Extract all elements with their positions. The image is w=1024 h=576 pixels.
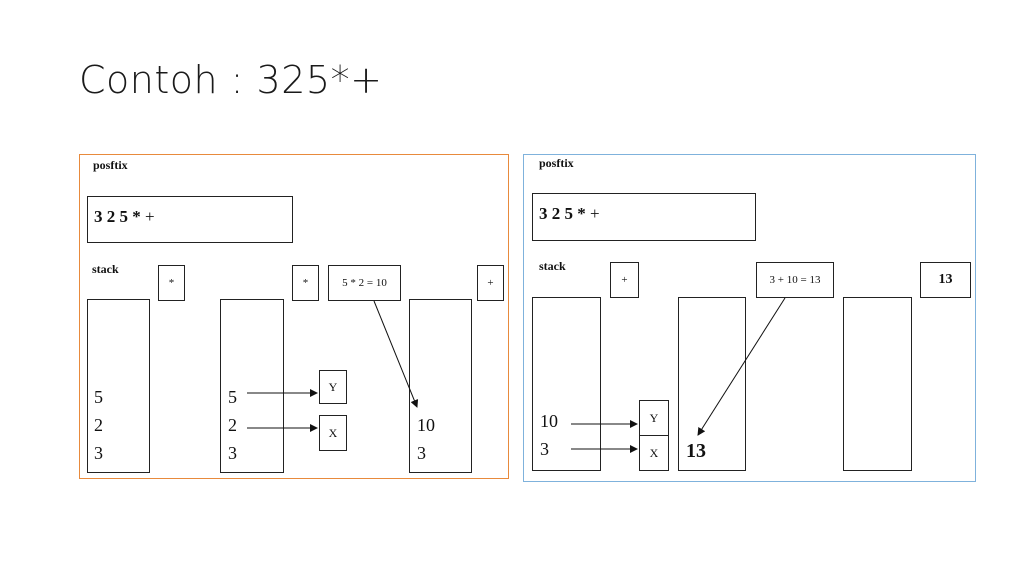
stack-value: 3 bbox=[417, 443, 426, 463]
operand-y-box: Y bbox=[319, 370, 347, 404]
stack-column bbox=[87, 299, 150, 473]
operator-box: * bbox=[158, 265, 185, 301]
stack-value: 13 bbox=[686, 440, 706, 462]
panel-step-multiply bbox=[79, 154, 509, 479]
stack-column bbox=[220, 299, 284, 473]
operand-y-box: Y bbox=[639, 400, 669, 436]
operand-x-box: X bbox=[319, 415, 347, 451]
postfix-expression: 3 2 5 * + bbox=[94, 207, 155, 226]
stack-value: 5 bbox=[94, 387, 103, 407]
stack-column bbox=[532, 297, 601, 471]
stack-value: 5 bbox=[228, 387, 237, 407]
slide-title: Contoh : 325*+ bbox=[79, 58, 383, 102]
stack-value: 10 bbox=[540, 411, 558, 431]
postfix-expression-box: 3 2 5 * + bbox=[532, 193, 756, 241]
postfix-expression-box: 3 2 5 * + bbox=[87, 196, 293, 243]
postfix-expression: 3 2 5 * + bbox=[539, 204, 600, 223]
calculation-box: 5 * 2 = 10 bbox=[328, 265, 401, 301]
calculation-box: 3 + 10 = 13 bbox=[756, 262, 834, 298]
result-box: 13 bbox=[920, 262, 971, 298]
stack-value: 2 bbox=[228, 415, 237, 435]
stack-value: 3 bbox=[94, 443, 103, 463]
panel-step-add bbox=[523, 154, 976, 482]
postfix-label: posftix bbox=[539, 156, 574, 170]
stack-label: stack bbox=[92, 262, 119, 276]
stack-value: 2 bbox=[94, 415, 103, 435]
operator-box: + bbox=[477, 265, 504, 301]
operand-x-box: X bbox=[639, 435, 669, 471]
postfix-label: posftix bbox=[93, 158, 128, 172]
stack-value: 3 bbox=[540, 439, 549, 459]
operator-box: * bbox=[292, 265, 319, 301]
stack-label: stack bbox=[539, 259, 566, 273]
stack-column bbox=[843, 297, 912, 471]
operator-box: + bbox=[610, 262, 639, 298]
stack-value: 10 bbox=[417, 415, 435, 435]
stack-value: 3 bbox=[228, 443, 237, 463]
